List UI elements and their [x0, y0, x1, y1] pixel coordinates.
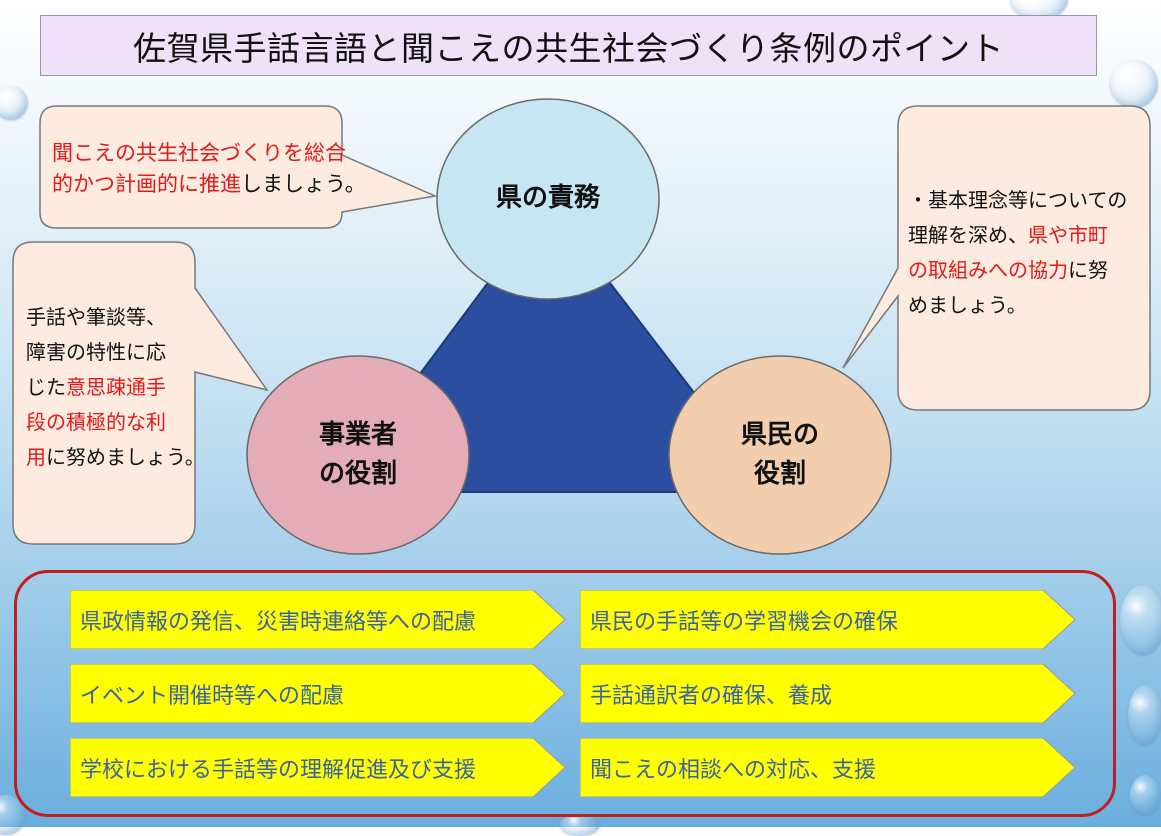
page-title: 佐賀県手話言語と聞こえの共生社会づくり条例のポイント	[40, 15, 1097, 76]
measure-arrow-event: イベント開催時等への配慮	[70, 664, 566, 723]
speech-bubble-left	[12, 241, 269, 545]
circle-business-role	[246, 355, 470, 555]
measure-arrow-school: 学校における手話等の理解促進及び支援	[70, 738, 566, 797]
measure-arrow-info-disaster: 県政情報の発信、災害時連絡等への配慮	[70, 590, 566, 649]
circle-label-prefecture-duty: 県の責務	[495, 182, 600, 213]
measure-arrow-hearing-consultation: 聞こえの相談への対応、支援	[580, 738, 1076, 797]
water-drop-decoration	[1120, 585, 1161, 655]
bubble-text-top-left: 聞こえの共生社会づくりを総合 的かつ計画的に推進しましょう。	[52, 141, 366, 196]
bubble-text-right: ・基本理念等についての 理解を深め、県や市町 の取組みへの協力に努 めましょう。	[908, 188, 1128, 317]
measures-frame	[14, 570, 1116, 817]
circle-label-business-role: 事業者 の役割	[318, 420, 397, 489]
water-drop-decoration	[0, 86, 28, 120]
water-drop-decoration	[1110, 60, 1158, 108]
speech-bubble-right	[842, 105, 1151, 411]
circle-prefecture-duty	[436, 98, 660, 300]
water-drop-decoration	[1130, 775, 1160, 815]
circle-label-resident-role: 県民の 役割	[740, 420, 819, 489]
circle-resident-role	[668, 355, 892, 555]
speech-bubble-top-left	[39, 105, 438, 229]
water-drop-decoration	[1128, 685, 1161, 745]
measure-arrow-interpreter: 手話通訳者の確保、養成	[580, 664, 1076, 723]
measure-arrow-learning-opportunity: 県民の手話等の学習機会の確保	[580, 590, 1076, 649]
bubble-text-left: 手話や筆談等、 障害の特性に応 じた意思疎通手 段の積極的な利 用に努めましょう…	[26, 305, 205, 469]
